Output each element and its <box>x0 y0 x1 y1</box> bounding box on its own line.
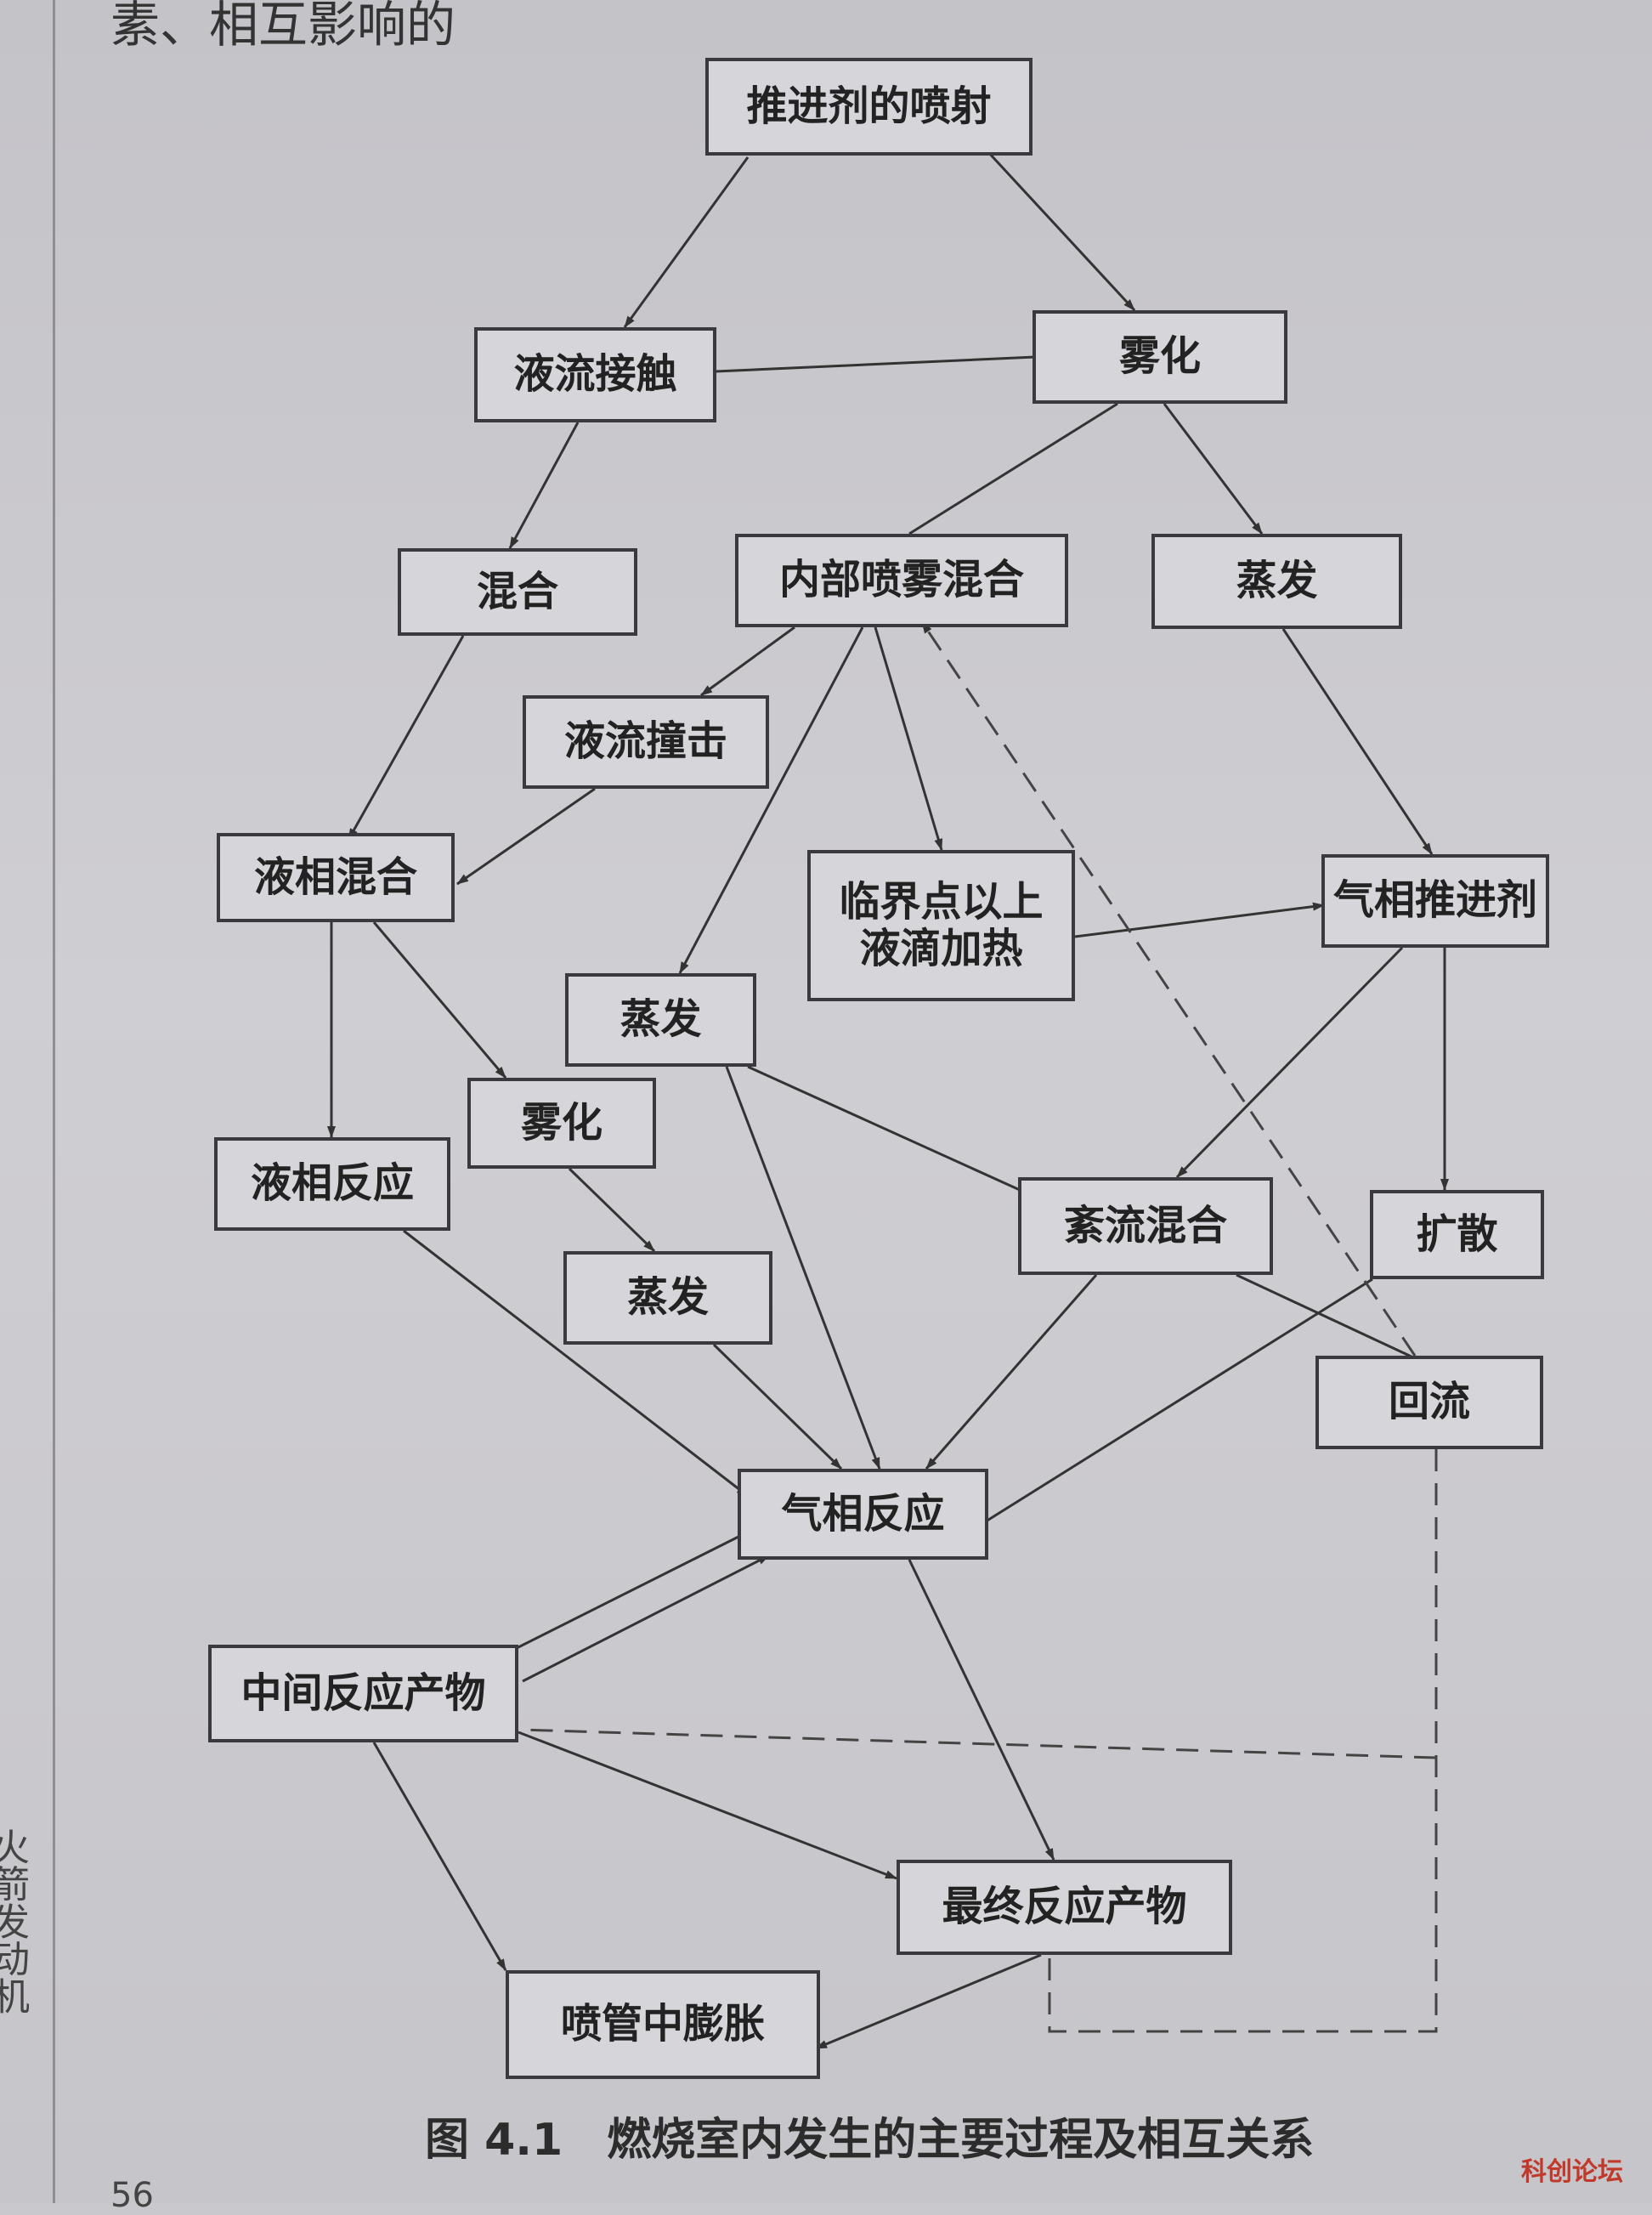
node-jet-contact: 液流接触 <box>474 327 716 422</box>
edge-intermediate-to-final <box>518 1731 897 1880</box>
edge-evaporate3-to-gas-react <box>712 1343 843 1470</box>
node-liquid-phase-reaction: 液相反应 <box>214 1137 450 1231</box>
edge-injection-to-atomize1 <box>976 139 1136 312</box>
edge-jet-impact-to-liquid-mix <box>456 787 596 886</box>
edge-recirculation-loop <box>1048 1449 1438 2033</box>
margin-rule <box>53 0 55 2203</box>
edge-atomize1-to-evaporate1 <box>1163 403 1264 535</box>
node-mixing: 混合 <box>398 548 637 636</box>
node-gas-phase-propellant: 气相推进剂 <box>1321 854 1549 948</box>
node-nozzle-expansion: 喷管中膨胀 <box>506 1970 820 2079</box>
node-recirculation: 回流 <box>1315 1356 1543 1449</box>
edge-gas-propellant-to-turb-mix <box>1175 946 1404 1179</box>
node-turbulent-mixing: 紊流混合 <box>1018 1177 1273 1275</box>
edge-diffusion-to-gas-react <box>985 1277 1373 1523</box>
node-evaporation-3: 蒸发 <box>563 1251 772 1345</box>
node-atomization-1: 雾化 <box>1032 310 1287 404</box>
edge-jet-contact-to-mixing <box>508 422 580 549</box>
left-edge-text: 火箭发动机 <box>0 1827 29 2014</box>
edge-intermediate-to-nozzle <box>372 1742 507 1971</box>
node-liquid-phase-mixing: 液相混合 <box>217 833 455 922</box>
node-final-products: 最终反应产物 <box>897 1860 1232 1955</box>
edge-internal-mix-to-supercritical <box>874 626 943 851</box>
page-header-text: 素、相互影响的 <box>110 0 456 54</box>
node-evaporation-1: 蒸发 <box>1151 534 1402 629</box>
edge-turb-mix-to-gas-react <box>925 1274 1098 1470</box>
edge-liquid-react-to-gas-react <box>403 1229 749 1498</box>
node-atomization-2: 雾化 <box>467 1078 656 1169</box>
page-number: 56 <box>110 2176 154 2215</box>
node-intermediate-products: 中间反应产物 <box>208 1645 518 1742</box>
edge-final-to-nozzle <box>815 1953 1042 2050</box>
node-propellant-injection: 推进剂的喷射 <box>705 58 1032 156</box>
edge-loop-to-intermediate <box>519 1728 1437 1759</box>
watermark-logo: 科创论坛 <box>1521 2157 1623 2187</box>
edge-mixing-to-liquid-mix <box>347 635 465 841</box>
node-evaporation-2: 蒸发 <box>565 973 756 1067</box>
node-gas-phase-reaction: 气相反应 <box>738 1469 988 1560</box>
edge-atomize1-internal-mix <box>908 402 1118 535</box>
edge-internal-mix-to-evaporate2 <box>678 626 864 974</box>
edge-evaporate2-turb-mix <box>747 1065 1021 1192</box>
edge-evaporate1-to-gas-propellant <box>1281 628 1434 855</box>
edge-intermediate-to-gas-react <box>522 1554 770 1683</box>
edge-turb-mix-recirculation <box>1236 1273 1416 1360</box>
edge-recirculation-to-internal-mix <box>920 621 1417 1357</box>
edge-evaporate2-to-gas-react <box>725 1066 881 1470</box>
edge-supercritical-to-gas-propellant <box>1074 902 1325 938</box>
edge-internal-mix-to-jet-impact <box>700 626 795 697</box>
edge-gas-react-to-final <box>908 1559 1055 1861</box>
edge-liquid-mix-to-atomize2 <box>372 921 507 1079</box>
edge-atomize2-to-evaporate3 <box>568 1167 656 1253</box>
node-diffusion: 扩散 <box>1370 1190 1544 1279</box>
node-supercritical-droplet-heating: 临界点以上 液滴加热 <box>807 850 1075 1001</box>
edge-jet-contact-atomize1 <box>715 355 1036 373</box>
node-jet-impingement: 液流撞击 <box>523 695 769 789</box>
node-internal-spray-mixing: 内部喷雾混合 <box>735 534 1068 627</box>
figure-caption: 图 4.1 燃烧室内发生的主要过程及相互关系 <box>425 2115 1315 2166</box>
edge-injection-to-jet-contact <box>623 156 750 328</box>
edge-gas-react-to-intermediate <box>501 1532 744 1657</box>
